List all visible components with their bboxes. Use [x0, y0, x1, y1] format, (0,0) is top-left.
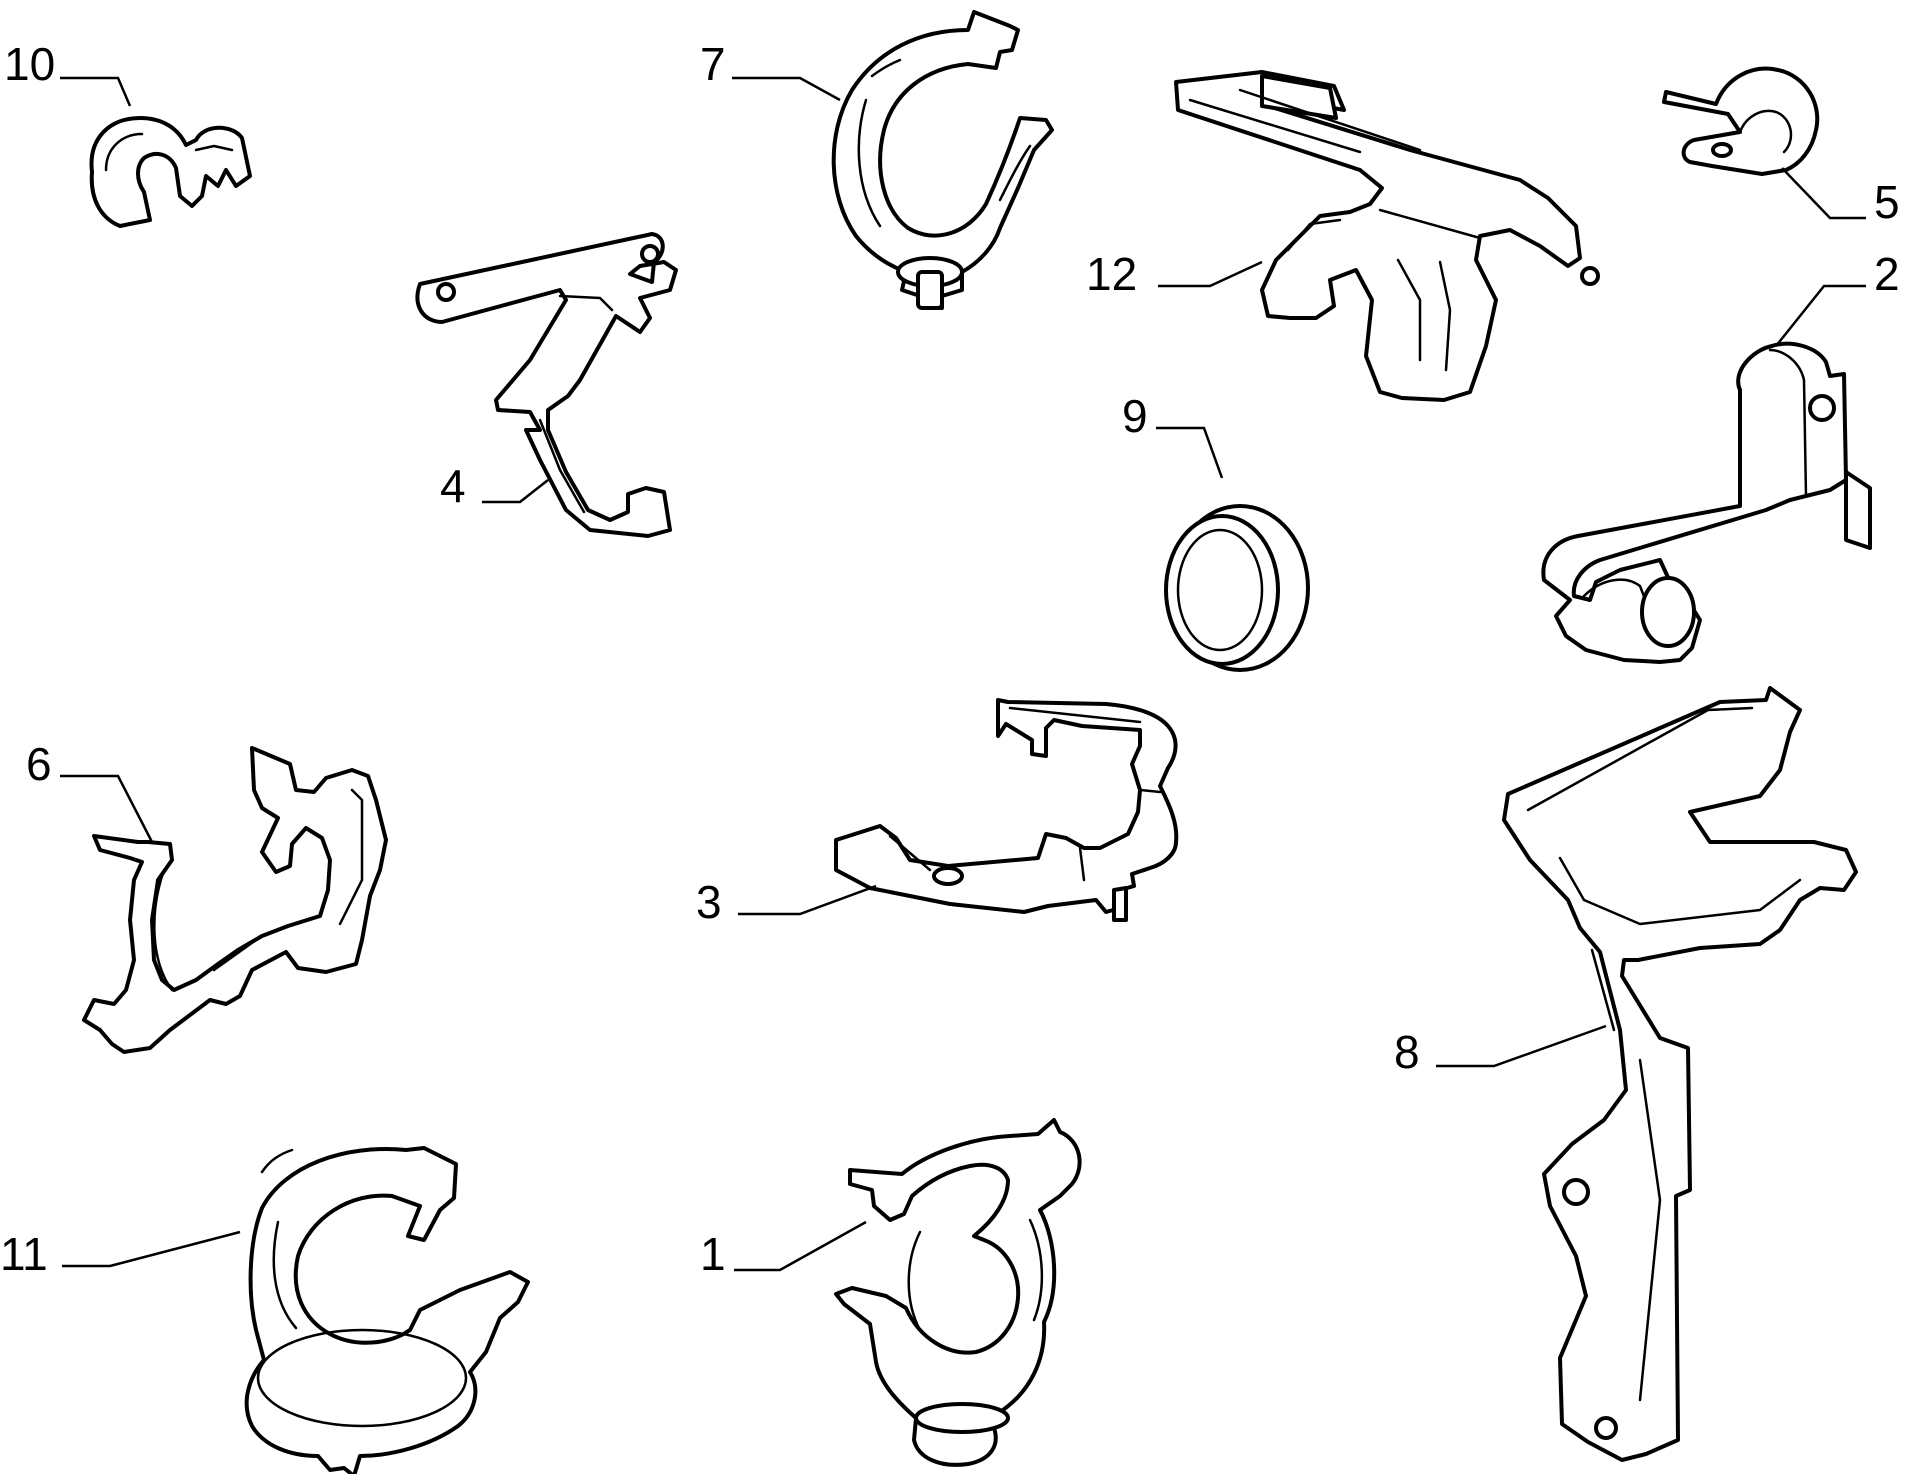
callout-12: 12 [1086, 248, 1137, 300]
callout-1: 1 [700, 1228, 726, 1280]
part-8-clip-drawing [1502, 686, 1858, 1462]
leader-9 [1156, 426, 1224, 479]
leader-10 [60, 76, 132, 107]
callout-6: 6 [26, 738, 52, 790]
callout-3: 3 [696, 876, 722, 928]
part-11-clip-drawing [244, 1146, 530, 1474]
leader-6 [60, 774, 154, 843]
leader-8 [1436, 1024, 1607, 1068]
leader-11 [62, 1230, 241, 1268]
part-10-clip-drawing [89, 116, 252, 228]
callout-labels: 10 7 12 5 4 2 9 6 3 8 11 1 [0, 38, 1900, 1280]
leader-4 [482, 479, 549, 504]
callout-10: 10 [4, 38, 55, 90]
callout-5: 5 [1874, 176, 1900, 228]
part-2-bracket-drawing [1541, 341, 1872, 664]
part-12-bracket-drawing [1174, 70, 1600, 402]
leader-1 [734, 1220, 867, 1272]
leader-2 [1775, 284, 1866, 347]
part-6-holder-drawing [82, 746, 388, 1054]
part-3-clip-drawing [834, 698, 1179, 922]
part-4-bracket-drawing [415, 232, 678, 538]
callout-7: 7 [700, 38, 726, 90]
leader-7 [732, 76, 841, 102]
callout-2: 2 [1874, 248, 1900, 300]
callout-8: 8 [1394, 1026, 1420, 1078]
leader-12 [1158, 260, 1263, 288]
leader-5 [1781, 167, 1866, 220]
part-7-clip-drawing [831, 10, 1054, 310]
callout-11: 11 [0, 1228, 48, 1280]
leader-lines [60, 76, 1866, 1272]
callout-4: 4 [440, 460, 466, 512]
leader-3 [738, 884, 877, 916]
part-1-clip-drawing [834, 1118, 1082, 1467]
part-5-clip-drawing [1662, 66, 1820, 176]
part-9-grommet-drawing [1164, 504, 1310, 672]
callout-9: 9 [1122, 390, 1148, 442]
